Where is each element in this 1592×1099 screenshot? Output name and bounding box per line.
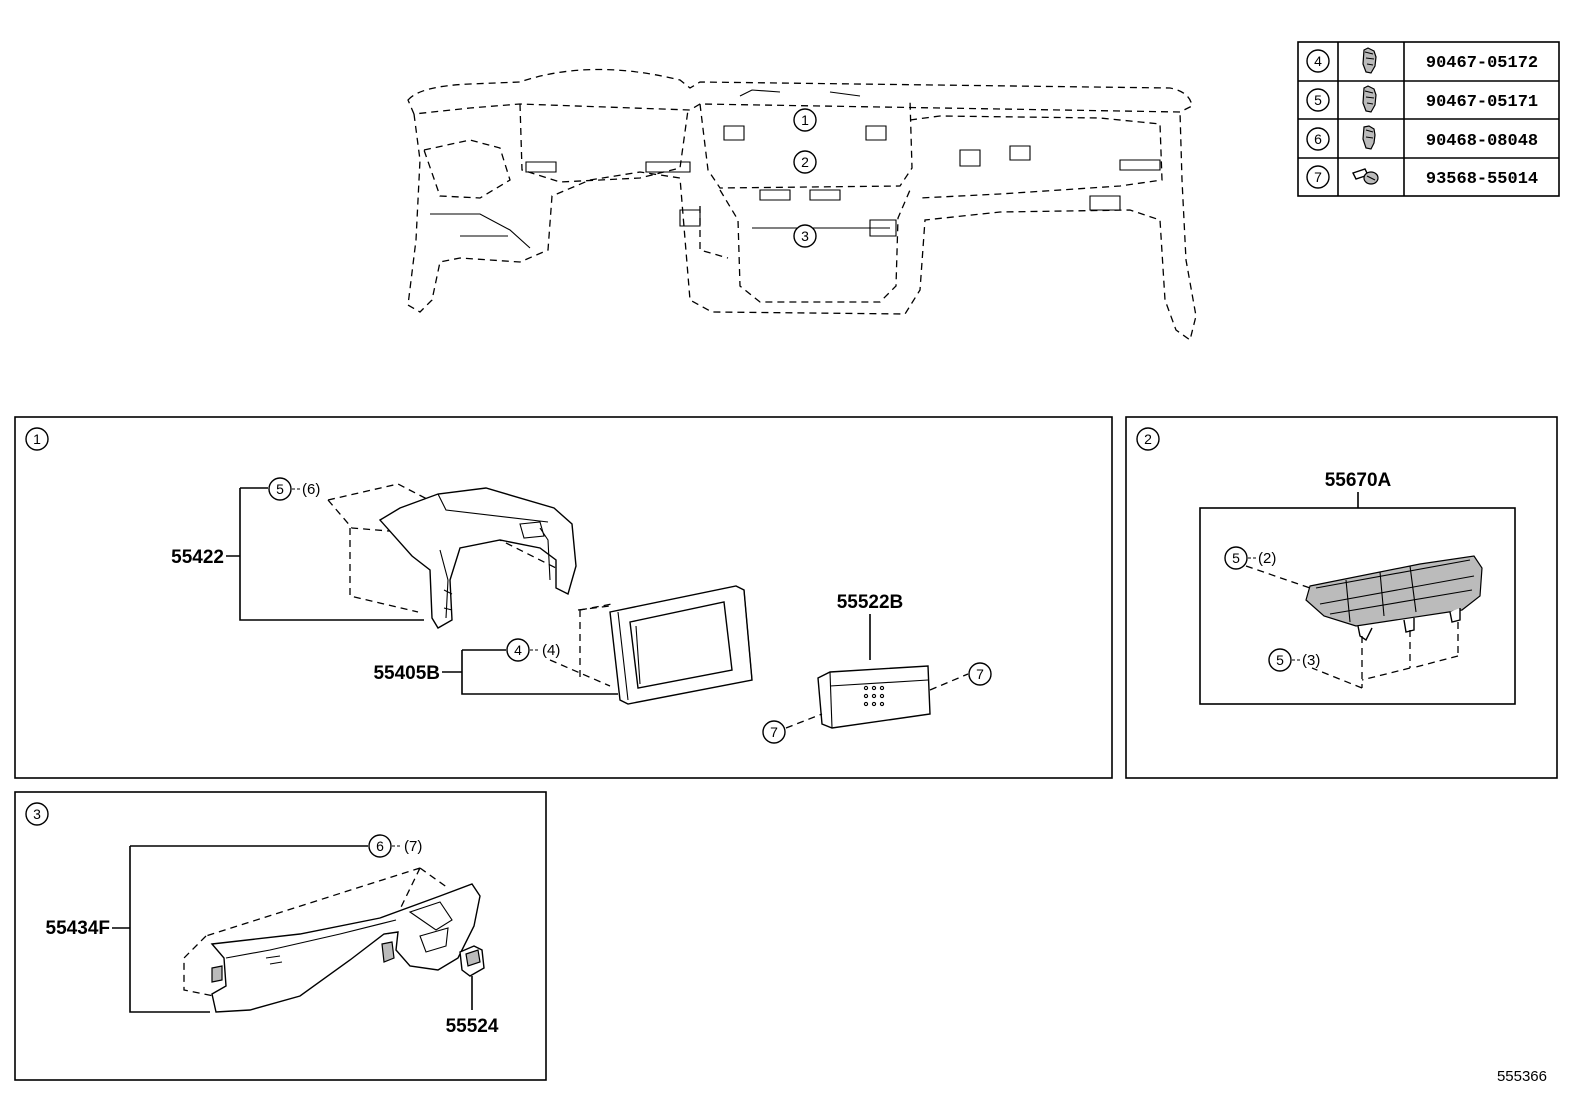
fastener-row: 5 90467-05171 [1306,85,1538,113]
overview-callout-1: 1 [793,108,817,132]
fastener-row: 7 93568-55014 [1306,165,1538,189]
part-number: 90467-05172 [1426,54,1538,73]
ref-qty: (6) [302,481,320,498]
part-label-55524: 55524 [446,1016,499,1037]
part-number: 93568-55014 [1426,170,1538,189]
part-label-55670A: 55670A [1325,470,1392,491]
ref-circle [1306,49,1330,73]
ref-number: 6 [1314,131,1322,147]
panel-part-55422 [378,487,577,629]
part-label-55422: 55422 [171,547,224,568]
panel-part-55434F [210,883,481,1013]
part-label-55434F: 55434F [46,918,110,939]
ref-number: 7 [1314,169,1322,185]
part-label-55405B: 55405B [373,663,440,684]
ref-number: 4 [1314,53,1322,69]
panel-id-circle [1136,427,1160,451]
panel-id-circle [25,427,49,451]
ref-qty: (7) [404,838,422,855]
detail-panel-3: 3 55434F 6 (7) 55524 [14,791,547,1081]
ref-qty: (2) [1258,550,1276,567]
ref-5: 5 [1276,652,1284,668]
part-number: 90468-08048 [1426,132,1538,151]
overview-callout-2: 2 [793,150,817,174]
panel-part-55522B [817,665,931,729]
panel-id-circle [25,802,49,826]
ref-circle [1306,127,1330,151]
ref-4: 4 [514,642,522,658]
panel-part-55524 [459,945,485,977]
clip-icon [1362,125,1376,150]
ref-circle [1306,165,1330,189]
fastener-row: 6 90468-08048 [1306,125,1538,151]
diagram-number: 555366 [1497,1068,1547,1085]
panel-id: 1 [33,431,41,447]
detail-panel-1: 1 55422 5 (6) 55405B 4 (4) [14,416,1113,779]
ref-5: 5 [276,481,284,497]
svg-text:2: 2 [801,154,809,170]
clip-icon [1362,85,1377,113]
panel-id: 3 [33,806,41,822]
fastener-row: 4 90467-05172 [1306,47,1538,74]
ref-7: 7 [976,666,984,682]
part-label-55522B: 55522B [837,592,904,613]
ref-7: 7 [770,724,778,740]
ref-6: 6 [376,838,384,854]
panel-id: 2 [1144,431,1152,447]
ref-qty: (4) [542,642,560,659]
part-number: 90467-05171 [1426,93,1538,112]
svg-text:1: 1 [801,112,809,128]
fastener-table: 4 90467-05172 5 90467-05171 6 90468-0804 [1297,41,1560,197]
overview-callout-3: 3 [793,224,817,248]
detail-panel-2: 2 55670A 5 (2) 5 (3) [1125,416,1558,779]
screw-icon [1352,168,1379,185]
clip-icon [1362,47,1377,74]
ref-circle [1306,88,1330,112]
panel-part-55405B [577,585,753,705]
ref-qty: (3) [1302,652,1320,669]
panel-part-55670A [1305,555,1483,642]
ref-number: 5 [1314,92,1322,108]
dashboard-overview: 1 2 3 [407,68,1197,342]
ref-5: 5 [1232,550,1240,566]
svg-text:3: 3 [801,228,809,244]
